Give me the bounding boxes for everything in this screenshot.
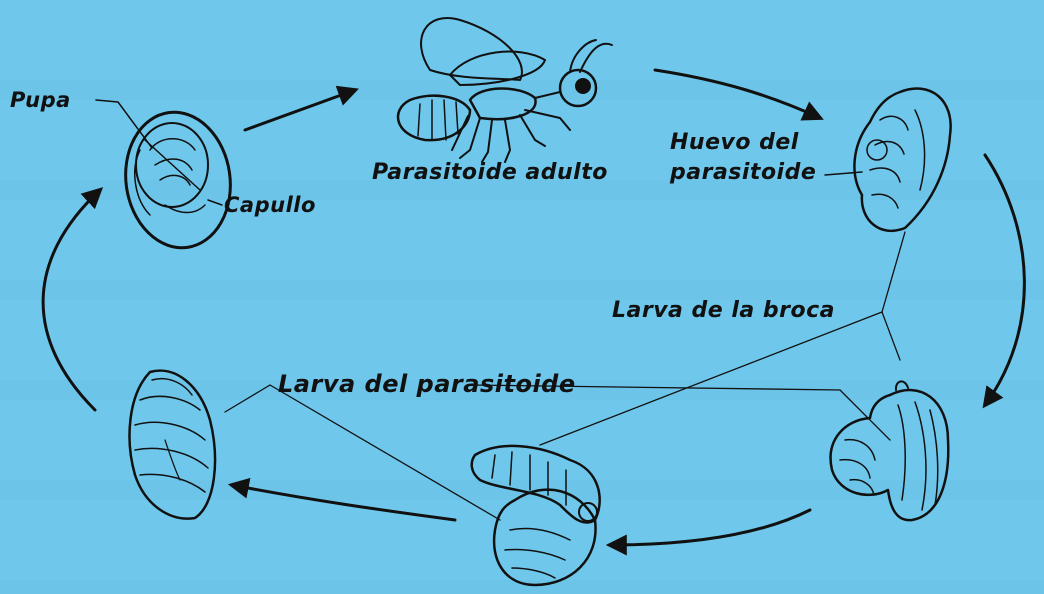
adult-wasp-figure (396, 17, 613, 163)
leader-lines (224, 231, 906, 521)
left-larva-figure (128, 369, 217, 520)
arrow-adult-to-egg (653, 68, 824, 121)
arrow-egg-to-larva (982, 153, 1026, 409)
label-huevo-line2: parasitoide (670, 160, 817, 185)
egg-on-larva-figure (853, 87, 952, 232)
huevo-leader (824, 171, 863, 176)
arrow-center-to-left (227, 477, 457, 522)
parasitized-larva-right-figure (829, 380, 950, 522)
arrow-larva-to-center (605, 508, 812, 556)
label-larva-broca: Larva de la broca (612, 298, 836, 323)
label-pupa: Pupa (10, 88, 71, 112)
center-larvae-figure (470, 444, 601, 587)
label-capullo: Capullo (224, 193, 316, 217)
arrow-pupa-to-adult (243, 85, 359, 132)
capullo-leader (207, 199, 223, 206)
label-huevo-line1: Huevo del (670, 130, 799, 155)
label-parasitoide-adulto: Parasitoide adulto (372, 160, 608, 185)
pupa-leader (95, 99, 153, 149)
label-larva-parasitoide: Larva del parasitoide (278, 370, 576, 398)
arrow-left-to-pupa (41, 187, 104, 412)
pupa-cocoon-figure (124, 110, 232, 250)
